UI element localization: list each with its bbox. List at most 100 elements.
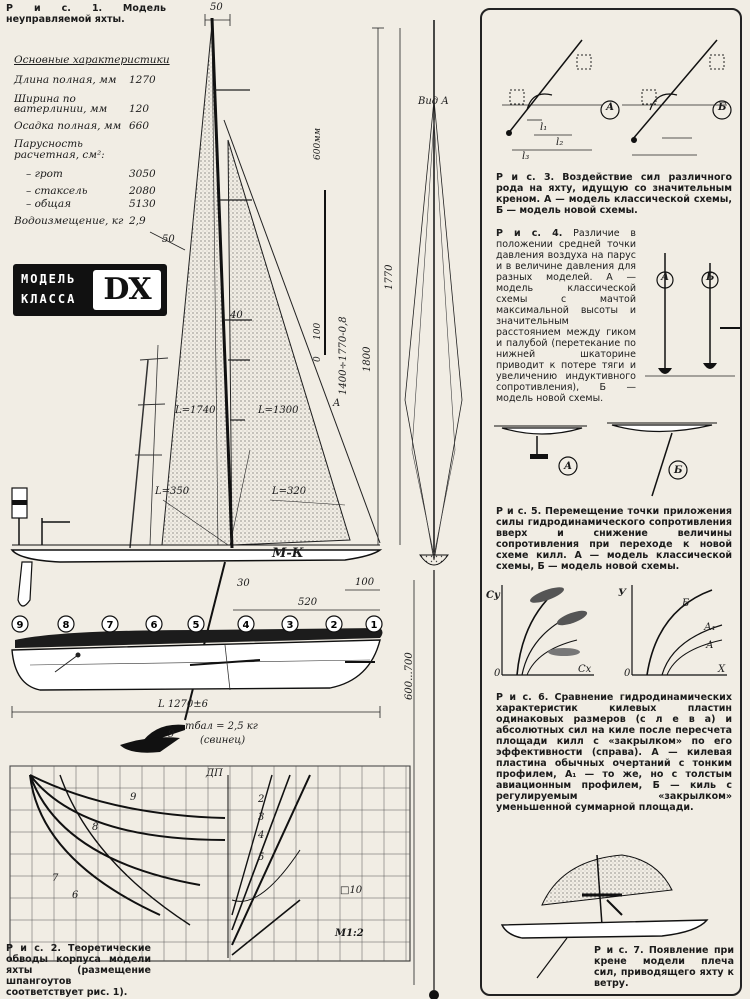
spec-value: 1270 [129, 74, 156, 86]
spec-value: 3050 [129, 168, 156, 180]
dim-30-label: 30 [237, 578, 250, 589]
alt-line [149, 344, 159, 546]
fig5-drawing [494, 422, 717, 497]
bulb [506, 130, 512, 136]
station-marker: 2 [325, 615, 343, 633]
station-marker: 5 [187, 615, 205, 633]
forestay [223, 119, 381, 544]
section-line-2 [231, 774, 311, 946]
force-box [641, 89, 657, 105]
section-line-5 [231, 899, 301, 956]
l350-label: L=350 [155, 486, 190, 497]
keel-dim-label: 600...700 [404, 652, 415, 700]
fig5-text: Перемещение точки приложения силы гидрод… [496, 506, 732, 572]
circle-a [656, 271, 674, 289]
spec-label: Длина полная, мм [14, 74, 117, 86]
label-circle-b [712, 100, 732, 120]
foil-3 [548, 648, 580, 656]
dim-1770-label: 1770 [384, 264, 395, 290]
fig3-l2: l₂ [556, 137, 564, 148]
spec-label: Водоизмещение, кг [14, 215, 124, 227]
curve-a [666, 639, 723, 676]
curve-1 [516, 589, 558, 676]
fig6-curve-a: А [706, 640, 714, 651]
fig4-label: Р и с. 4. [496, 228, 563, 239]
spec-label: – общая [26, 198, 72, 210]
fig6-curve-b: Б [682, 598, 690, 609]
fig2-caption: Р и с. 2. Теоретические обводы корпуса м… [6, 943, 151, 998]
fig4-text: Различие в положении средней точки давле… [496, 228, 636, 404]
circle-b [701, 271, 719, 289]
l1740-label: L=1740 [175, 405, 216, 416]
l320-label: L=320 [272, 486, 307, 497]
section-num: 6 [72, 890, 79, 901]
dim-side-label: 50 [162, 234, 175, 245]
l1300-label: L=1300 [258, 405, 299, 416]
fig6-drawing [501, 585, 727, 676]
station-number: 3 [287, 620, 294, 631]
station-marker: 8 [57, 615, 75, 633]
fig6-origin: 0 [494, 668, 501, 679]
fig6-label: Р и с. 6. [496, 692, 549, 703]
fig5-label: Р и с. 5. [496, 506, 542, 517]
spec-label: – грот [26, 168, 63, 180]
fig1-text: Модель неуправляемой яхты. [6, 3, 166, 25]
force-arrow-2 [606, 899, 623, 916]
station-number: 8 [63, 620, 70, 631]
ballast-label: mбал = 2,5 кг [185, 721, 258, 732]
fig3-l1: l₁ [540, 122, 548, 133]
keel [536, 937, 568, 979]
fig5-b: Б [674, 465, 683, 476]
hull [500, 919, 709, 939]
hull-b [611, 424, 713, 433]
figures-panel: А Б l₁ l₂ l₃ Р и с. 3. Воздействие сил р… [480, 8, 742, 996]
dim-top-label: 50 [210, 2, 223, 13]
dim-40-label: 40 [230, 310, 243, 321]
section-num: 3 [258, 812, 265, 823]
section-line-4 [231, 774, 273, 916]
fig7-label: Р и с. 7. [594, 945, 644, 956]
section-num: 5 [258, 852, 265, 863]
station-marker: 3 [281, 615, 299, 633]
fig2-scale: М1:2 [335, 928, 364, 939]
section-curve-9 [29, 774, 226, 819]
station-bar [15, 628, 383, 648]
mast-cross [224, 644, 231, 691]
spec-value: 2,9 [129, 215, 146, 227]
fig4-drawing [645, 253, 740, 377]
sail-seam [162, 499, 229, 546]
curve-3 [526, 639, 578, 676]
alt-spreader [139, 357, 169, 361]
fig3-a: А [606, 102, 615, 113]
sail-seam [269, 499, 346, 506]
fig3-l3: l₃ [522, 151, 530, 162]
dim-100b-label: 100 [355, 577, 375, 588]
spec-label: Парусность [14, 138, 83, 150]
foil-1 [529, 587, 565, 603]
station-marker: 1 [365, 615, 383, 633]
logo-dx: DX [93, 270, 161, 310]
vidA-label: Вид А [418, 96, 449, 107]
station-number: 1 [371, 620, 378, 631]
winch-band [12, 500, 27, 505]
section-curve-b [231, 849, 301, 902]
section-num: 8 [92, 822, 99, 833]
fig2-dp: ДП [206, 768, 223, 779]
fig6-x: X [718, 664, 726, 675]
station-marker: 4 [237, 615, 255, 633]
foil-2 [556, 610, 588, 626]
station-number: 6 [151, 620, 158, 631]
dim-side-line [149, 231, 186, 251]
section-curve-8 [29, 774, 226, 841]
spec-label: Осадка полная, мм [14, 120, 122, 132]
heeled-mast [506, 39, 583, 136]
tiller [54, 654, 79, 673]
mast [210, 17, 234, 549]
spec-value: 660 [129, 120, 150, 132]
fig2-label: Р и с. 2. [6, 943, 61, 954]
dim-520-label: 520 [298, 597, 318, 608]
station-number: 2 [331, 620, 338, 631]
station-number: 4 [243, 620, 250, 631]
section-curve-a [59, 774, 191, 926]
